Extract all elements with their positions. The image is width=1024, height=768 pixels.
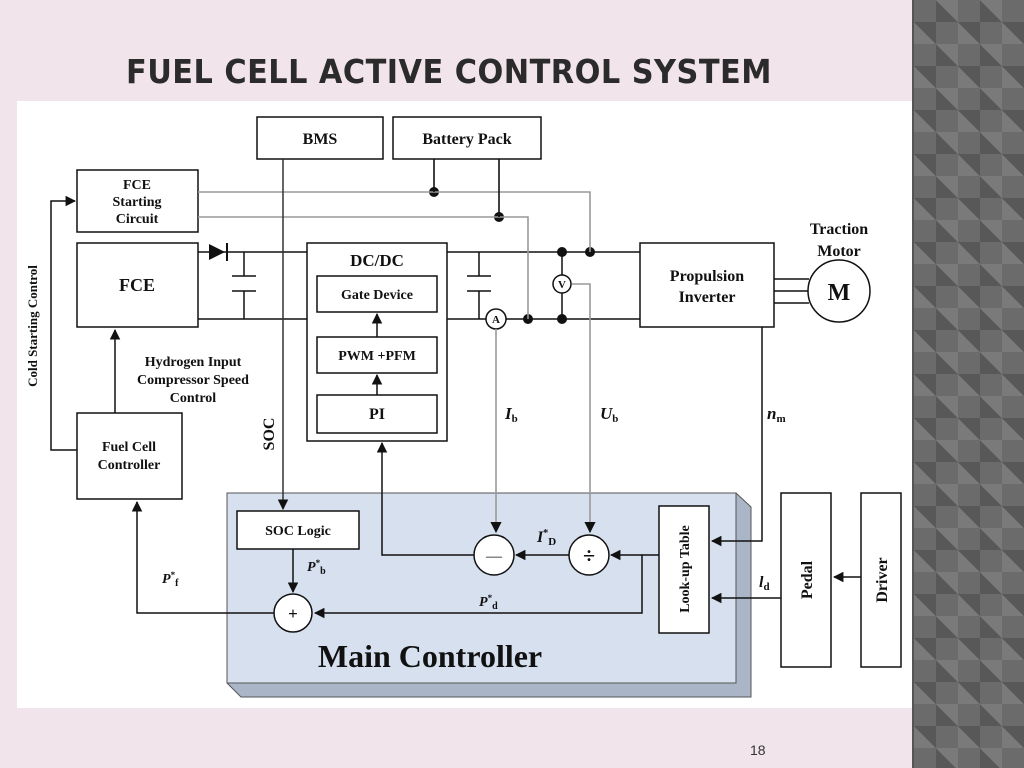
gate-device-block	[316, 275, 438, 313]
fuel-cell-controller-block	[76, 412, 183, 500]
sum-operator-symbol: +	[288, 604, 298, 623]
fce-block	[76, 242, 199, 328]
ub-label: Ub	[600, 404, 618, 425]
pedal-label: Pedal	[799, 560, 816, 599]
gate-device-label: Gate Device	[341, 288, 413, 303]
soc-logic-label: SOC Logic	[265, 524, 331, 539]
cold-start-label: Cold Starting Control	[25, 265, 40, 387]
subtract-operator-symbol: —	[485, 548, 503, 565]
junction-dots	[429, 187, 595, 324]
battery-pack-block	[392, 116, 542, 160]
bms-block	[256, 116, 384, 160]
propulsion-label-1: Propulsion	[670, 268, 745, 285]
fce-label: FCE	[119, 275, 155, 295]
voltmeter-label: V	[558, 279, 566, 291]
propulsion-label-2: Inverter	[679, 289, 736, 306]
pwm-pfm-block	[316, 336, 438, 374]
pi-label: PI	[369, 406, 385, 423]
soc-logic-block	[236, 510, 360, 550]
pwm-pfm-label: PWM +PFM	[338, 349, 416, 364]
pd-star-label: P*d	[479, 593, 498, 612]
signal-wiring	[490, 283, 596, 534]
ammeter-label: A	[492, 314, 500, 326]
diagram-panel: Main Controller BMS Battery Pack FCE Sta…	[17, 101, 912, 708]
driver-block	[860, 492, 902, 668]
fce-starting-label-1: FCE	[123, 178, 151, 193]
traction-label-2: Motor	[817, 243, 861, 260]
voltmeter-icon	[552, 274, 572, 294]
diode-icon	[209, 243, 228, 261]
side-decorative-pattern	[912, 0, 1024, 768]
traction-label-1: Traction	[810, 221, 868, 238]
dcdc-label: DC/DC	[350, 251, 404, 270]
ib-label: Ib	[504, 404, 518, 425]
slide-title: FUEL CELL ACTIVE CONTROL SYSTEM	[126, 52, 772, 91]
pi-block	[316, 394, 438, 434]
h2-input-label-3: Control	[170, 391, 217, 406]
main-controller-label: Main Controller	[318, 638, 542, 674]
fc-controller-label-1: Fuel Cell	[102, 440, 156, 455]
pb-star-label: P*b	[307, 558, 326, 577]
h2-input-label-2: Compressor Speed	[137, 373, 249, 388]
control-system-diagram: Main Controller BMS Battery Pack FCE Sta…	[25, 116, 902, 698]
starting-circuit-wiring	[198, 159, 591, 319]
bms-label: BMS	[303, 131, 338, 148]
battery-pack-label: Battery Pack	[422, 131, 511, 148]
pedal-block	[780, 492, 832, 668]
divide-operator-symbol: ÷	[583, 543, 595, 568]
page-number: 18	[750, 742, 766, 758]
fce-starting-circuit-block	[76, 169, 199, 233]
lookup-table-label: Look-up Table	[678, 525, 693, 613]
motor-label: M	[828, 280, 851, 306]
driver-label: Driver	[874, 557, 891, 602]
nm-label: nm	[767, 404, 786, 425]
lookup-table-block	[658, 505, 710, 634]
propulsion-inverter-block	[639, 242, 775, 328]
ld-label: ld	[759, 574, 770, 593]
id-star-label: I*D	[536, 528, 556, 548]
h2-input-label-1: Hydrogen Input	[145, 355, 242, 370]
fce-starting-label-3: Circuit	[116, 212, 159, 227]
pf-star-label: P*f	[162, 570, 179, 589]
soc-label: SOC	[261, 418, 278, 451]
fc-controller-label-2: Controller	[98, 458, 161, 473]
fce-starting-label-2: Starting	[113, 195, 162, 210]
control-arrows	[50, 159, 781, 619]
